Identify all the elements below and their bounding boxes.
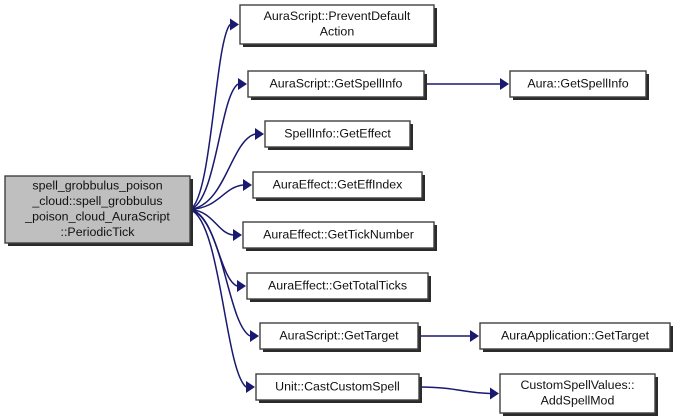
graph-node-n9[interactable]: Aura::GetSpellInfo xyxy=(509,70,649,100)
graph-node-n8[interactable]: Unit::CastCustomSpell xyxy=(255,373,422,403)
node-label: AuraScript::PreventDefault xyxy=(264,9,411,23)
edge-arrowhead xyxy=(243,179,252,191)
node-box[interactable] xyxy=(479,322,671,350)
node-box[interactable] xyxy=(4,175,191,244)
edges-layer xyxy=(189,18,509,400)
node-box[interactable] xyxy=(246,272,429,300)
node-box[interactable] xyxy=(242,221,435,249)
edge-arrowhead xyxy=(238,78,247,90)
graph-node-n10[interactable]: AuraApplication::GetTarget xyxy=(479,322,673,352)
node-label: _cloud::spell_grobbulus xyxy=(31,194,162,208)
edge-arrowhead xyxy=(250,330,259,342)
node-label: Unit::CastCustomSpell xyxy=(275,379,400,393)
node-box[interactable] xyxy=(499,373,656,414)
edge-arrowhead xyxy=(500,78,509,90)
edge-arrowhead xyxy=(237,280,246,292)
node-label: CustomSpellValues:: xyxy=(520,378,634,392)
call-edge xyxy=(189,208,255,393)
graph-node-n3[interactable]: SpellInfo::GetEffect xyxy=(264,120,413,150)
node-box[interactable] xyxy=(247,70,425,98)
graph-node-n2[interactable]: AuraScript::GetSpellInfo xyxy=(247,70,427,100)
graph-node-n11[interactable]: CustomSpellValues::AddSpellMod xyxy=(499,373,658,416)
edge-arrowhead xyxy=(490,387,499,400)
call-edge xyxy=(189,78,247,211)
node-label: AuraScript::GetSpellInfo xyxy=(270,76,403,90)
node-label: _poison_cloud_AuraScript xyxy=(24,210,170,224)
node-label: Aura::GetSpellInfo xyxy=(527,76,628,90)
nodes-layer: spell_grobbulus_poison_cloud::spell_grob… xyxy=(4,4,673,416)
edge-arrowhead xyxy=(255,128,264,140)
edge-arrowhead xyxy=(470,330,479,342)
node-box[interactable] xyxy=(255,373,420,401)
graph-node-n4[interactable]: AuraEffect::GetEffIndex xyxy=(252,171,425,201)
node-label: AddSpellMod xyxy=(541,394,615,408)
call-edge xyxy=(418,330,479,342)
graph-node-root[interactable]: spell_grobbulus_poison_cloud::spell_grob… xyxy=(4,175,193,246)
node-label: spell_grobbulus_poison xyxy=(32,179,162,193)
call-edge xyxy=(189,128,264,211)
node-label: AuraEffect::GetEffIndex xyxy=(273,177,404,191)
call-edge xyxy=(189,18,239,211)
call-edge xyxy=(189,179,252,211)
edge-arrowhead xyxy=(230,18,239,31)
node-label: ::PeriodicTick xyxy=(61,225,136,239)
call-edge xyxy=(189,208,259,342)
node-label: AuraEffect::GetTotalTicks xyxy=(268,278,407,292)
call-edge xyxy=(418,386,499,400)
node-box[interactable] xyxy=(239,4,435,45)
call-edge xyxy=(424,78,509,90)
node-label: SpellInfo::GetEffect xyxy=(284,126,391,140)
graph-node-n6[interactable]: AuraEffect::GetTotalTicks xyxy=(246,272,431,302)
node-box[interactable] xyxy=(509,70,647,98)
node-box[interactable] xyxy=(259,322,419,350)
graph-node-n7[interactable]: AuraScript::GetTarget xyxy=(259,322,421,352)
edge-arrowhead xyxy=(233,229,242,241)
node-box[interactable] xyxy=(252,171,423,199)
node-label: AuraEffect::GetTickNumber xyxy=(263,227,414,241)
edge-arrowhead xyxy=(246,381,255,393)
call-edge xyxy=(189,208,242,241)
node-box[interactable] xyxy=(264,120,411,148)
node-label: AuraApplication::GetTarget xyxy=(501,328,650,342)
node-label: Action xyxy=(320,25,355,39)
node-label: AuraScript::GetTarget xyxy=(279,328,399,342)
graph-node-n5[interactable]: AuraEffect::GetTickNumber xyxy=(242,221,437,251)
